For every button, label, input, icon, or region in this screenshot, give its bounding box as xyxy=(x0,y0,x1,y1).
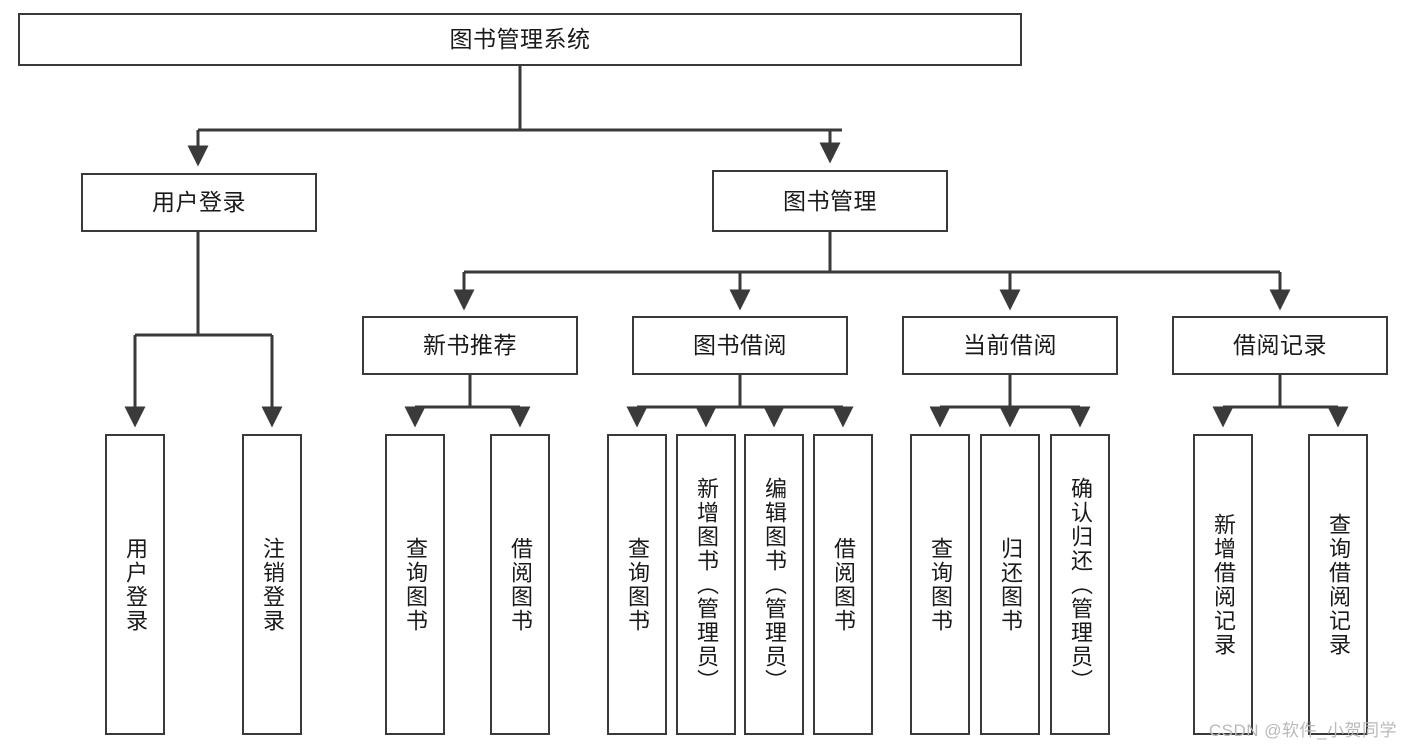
node-label: 借阅图书 xyxy=(508,536,533,633)
node-leaf-return-book[interactable]: 归还图书 xyxy=(980,434,1040,735)
node-leaf-edit-book[interactable]: 编辑图书（管理员） xyxy=(744,434,804,735)
node-label: 图书管理 xyxy=(783,187,877,214)
node-label: 确认归还（管理员） xyxy=(1068,476,1093,693)
node-label: 注销登录 xyxy=(260,536,285,633)
node-label: 查询图书 xyxy=(928,536,953,633)
node-book-management[interactable]: 图书管理 xyxy=(712,170,948,232)
node-label: 编辑图书（管理员） xyxy=(762,476,787,693)
node-label: 借阅图书 xyxy=(831,536,856,633)
node-label: 用户登录 xyxy=(152,189,246,216)
node-root-book-management-system[interactable]: 图书管理系统 xyxy=(18,13,1022,66)
node-leaf-borrow-book-2[interactable]: 借阅图书 xyxy=(813,434,873,735)
node-label: 新增借阅记录 xyxy=(1211,512,1236,657)
node-label: 当前借阅 xyxy=(963,332,1057,359)
node-label: 查询图书 xyxy=(403,536,428,633)
node-leaf-logout[interactable]: 注销登录 xyxy=(242,434,302,735)
node-leaf-query-book-2[interactable]: 查询图书 xyxy=(607,434,667,735)
node-leaf-confirm-return[interactable]: 确认归还（管理员） xyxy=(1050,434,1110,735)
node-leaf-user-login[interactable]: 用户登录 xyxy=(105,434,165,735)
node-label: 归还图书 xyxy=(998,536,1023,633)
node-new-book-recommend[interactable]: 新书推荐 xyxy=(362,316,578,375)
watermark-text: CSDN @软件_小贺同学 xyxy=(1208,721,1397,740)
node-label: 用户登录 xyxy=(123,536,148,633)
node-current-borrow[interactable]: 当前借阅 xyxy=(902,316,1118,375)
node-user-login[interactable]: 用户登录 xyxy=(81,173,317,232)
node-label: 图书借阅 xyxy=(693,332,787,359)
node-label: 借阅记录 xyxy=(1233,332,1327,359)
node-label: 新增图书（管理员） xyxy=(694,476,719,693)
node-leaf-query-book-3[interactable]: 查询图书 xyxy=(910,434,970,735)
node-label: 查询借阅记录 xyxy=(1326,512,1351,657)
node-label: 新书推荐 xyxy=(423,332,517,359)
node-leaf-borrow-book-1[interactable]: 借阅图书 xyxy=(490,434,550,735)
node-leaf-add-book[interactable]: 新增图书（管理员） xyxy=(676,434,736,735)
node-book-borrow[interactable]: 图书借阅 xyxy=(632,316,848,375)
node-label: 图书管理系统 xyxy=(449,26,591,53)
node-label: 查询图书 xyxy=(625,536,650,633)
node-borrow-record[interactable]: 借阅记录 xyxy=(1172,316,1388,375)
node-leaf-query-record[interactable]: 查询借阅记录 xyxy=(1308,434,1368,735)
node-leaf-query-book-1[interactable]: 查询图书 xyxy=(385,434,445,735)
node-leaf-add-record[interactable]: 新增借阅记录 xyxy=(1193,434,1253,735)
